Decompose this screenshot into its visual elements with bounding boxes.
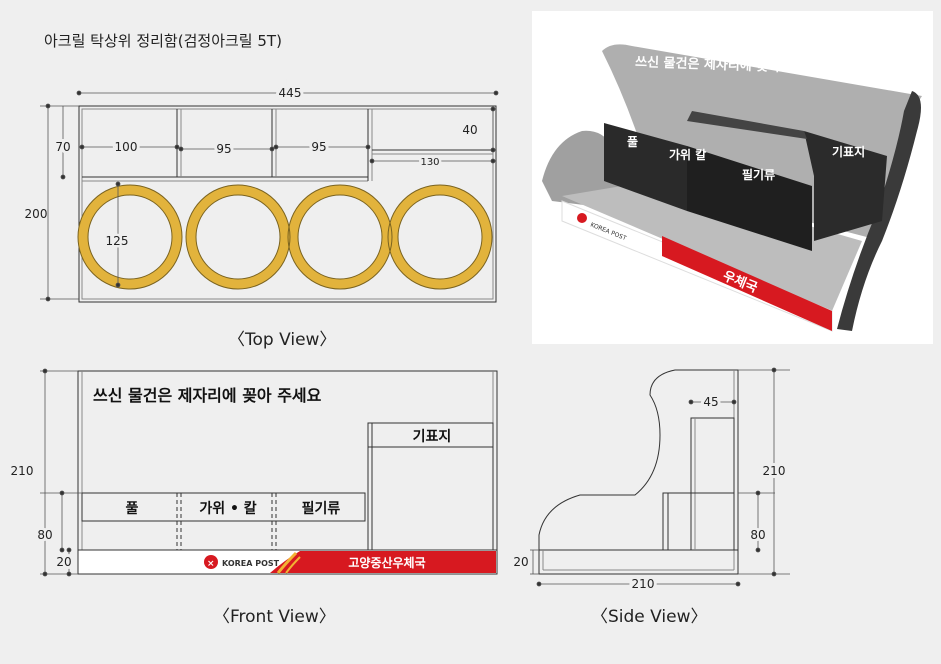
dim-inner-height: 80	[750, 528, 765, 542]
dim-right-depth: 40	[462, 123, 477, 137]
korea-post-logo-icon	[577, 213, 587, 223]
banner-text: 쓰신 물건은 제자리에 꽂아 주세요	[93, 386, 322, 405]
pen-hole-ring	[388, 185, 492, 289]
svg-text:×: ×	[207, 559, 215, 569]
label-scissors-knife: 가위 • 칼	[199, 501, 256, 517]
photo-label-scissors: 가위 칼	[669, 147, 706, 162]
dim-height: 210	[11, 464, 34, 478]
label-pens: 필기류	[302, 500, 341, 517]
dim-total-width: 445	[279, 86, 302, 100]
photo-label-pens: 필기류	[742, 167, 775, 182]
korea-post-logo-icon	[204, 555, 218, 569]
label-ballot-paper: 기표지	[413, 429, 452, 445]
pen-hole-ring	[78, 185, 182, 289]
caption-side-view: 〈Side View〉	[591, 607, 708, 627]
product-photo: 쓰신 물건은 제자리에 꽂아 주세요 풀 가위 칼 필기류 기표지 우체국 KO…	[532, 11, 933, 344]
dim-side-height: 210	[763, 464, 786, 478]
dim-divider-3: 95	[311, 140, 326, 154]
top-view-outline	[78, 105, 497, 303]
dim-base-height: 20	[56, 555, 71, 569]
caption-top-view: 〈Top View〉	[228, 330, 337, 350]
brand-name: KOREA POST	[222, 559, 280, 568]
dim-depth: 200	[25, 207, 48, 221]
side-view: 45 210 80 20 210	[513, 367, 790, 594]
photo-banner-text: 쓰신 물건은 제자리에 꽂아 주세요	[635, 54, 821, 76]
dim-front-depth: 70	[55, 140, 70, 154]
office-name: 고양중산우체국	[348, 555, 425, 570]
dim-side-base: 20	[513, 555, 528, 569]
side-view-outline	[538, 369, 739, 575]
pen-hole-ring	[186, 185, 290, 289]
top-view: 445 200 70 100 95 95 40 130 125	[25, 83, 499, 303]
compartment-panel	[604, 123, 687, 211]
dim-compartment-height: 80	[37, 528, 52, 542]
dim-slot-width: 45	[703, 395, 718, 409]
dim-divider-2: 95	[216, 142, 231, 156]
dim-ring-diameter: 125	[106, 234, 129, 248]
dim-side-depth: 210	[632, 577, 655, 591]
photo-label-glue: 풀	[627, 134, 638, 149]
photo-label-ballot: 기표지	[832, 144, 865, 159]
caption-front-view: 〈Front View〉	[213, 607, 336, 627]
dim-divider-1: 100	[115, 140, 138, 154]
label-glue: 풀	[126, 501, 139, 517]
pen-hole-ring	[288, 185, 392, 289]
dim-right-width: 130	[420, 157, 439, 168]
diagram-title: 아크릴 탁상위 정리함(검정아크릴 5T)	[44, 32, 282, 50]
front-view: × KOREA POST 고양중산우체국 쓰신 물건은 제자리에 꽂아 주세요 …	[11, 368, 498, 577]
brand-red-band	[300, 551, 496, 573]
